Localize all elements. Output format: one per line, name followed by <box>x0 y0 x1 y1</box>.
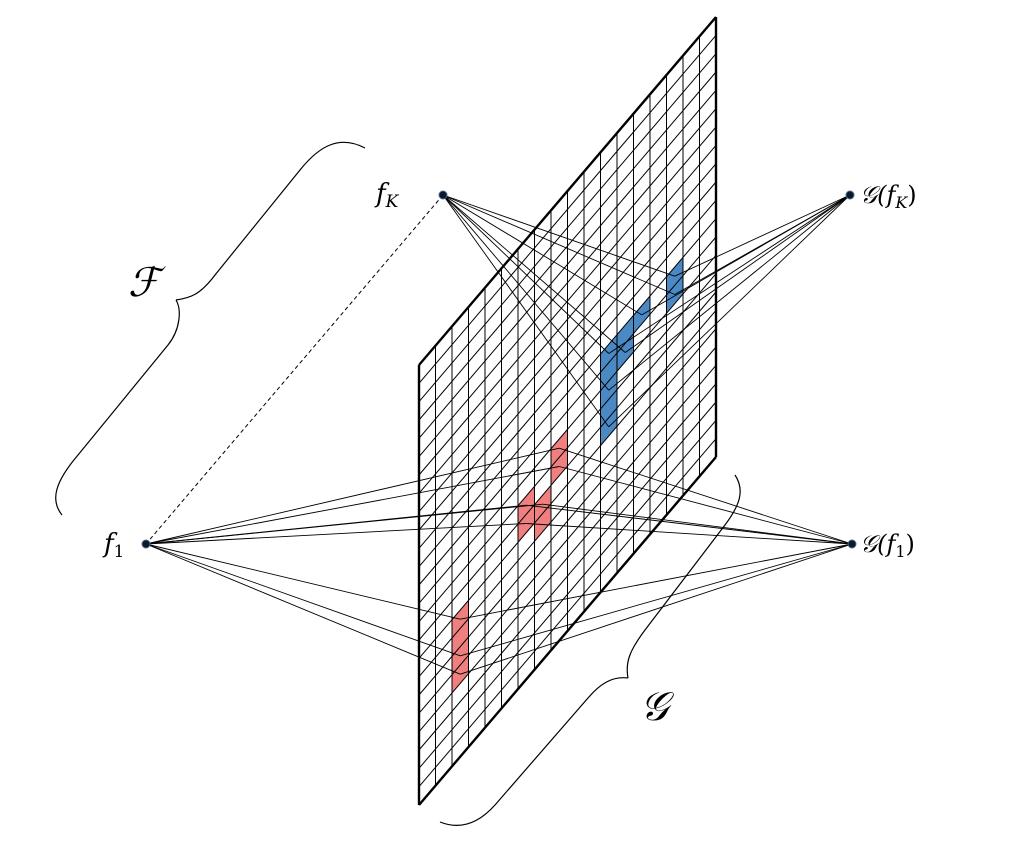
link-fK-to-cell <box>442 194 675 295</box>
grid-diagonal-line <box>418 16 717 366</box>
link-fK-to-cell <box>442 194 610 428</box>
grid-diagonal-line <box>418 53 717 402</box>
grid-diagonal-line <box>418 255 717 604</box>
label-G-f-K-open: 𝒢(f <box>860 181 899 209</box>
link-f1-to-cell <box>145 466 560 545</box>
label-family-G: 𝒢 <box>640 684 675 730</box>
label-f-K: fK <box>374 179 400 212</box>
grid-diagonal-line <box>418 456 717 806</box>
grid-plane <box>417 16 718 806</box>
node-G-f-1 <box>847 539 857 549</box>
highlighted-cells-blue <box>600 257 683 446</box>
grid-diagonal-line <box>418 365 717 714</box>
grid-diagonal-line <box>418 71 717 421</box>
grid-diagonal-line <box>418 181 717 531</box>
grid-diagonal-line <box>418 291 717 641</box>
link-f1-to-cell <box>145 543 461 657</box>
blue-cell <box>600 353 617 391</box>
link-GfK-to-cell <box>674 194 851 277</box>
red-cell <box>452 637 469 675</box>
grid-diagonal-line <box>418 310 717 659</box>
label-family-F: ℱ <box>128 260 166 306</box>
link-GfK-to-cell <box>608 194 851 428</box>
grid-diagonal-line <box>418 328 717 677</box>
link-f1-to-cell <box>145 543 461 675</box>
link-f1-to-cell <box>145 543 461 620</box>
grid-diagonal-line <box>418 420 717 769</box>
dashed-family-link <box>145 194 444 545</box>
node-f-1 <box>141 539 151 549</box>
link-fK-to-cell <box>442 194 626 353</box>
grid-diagonal-line <box>418 401 717 751</box>
link-GfK-to-cell <box>608 194 851 354</box>
blue-cell <box>617 315 634 353</box>
link-GfK-to-cell <box>674 194 851 295</box>
grid-diagonal-line <box>418 273 717 622</box>
blue-cell <box>600 389 617 428</box>
label-G-f-1-close: ) <box>906 530 915 558</box>
red-cell <box>534 503 551 542</box>
grid-diagonal-line <box>418 126 717 476</box>
brace-F <box>55 141 366 516</box>
link-Gf1-to-cell <box>559 447 853 545</box>
grid-diagonal-line <box>418 145 717 494</box>
link-Gf1-to-cell <box>526 504 853 545</box>
link-Gf1-to-cell <box>460 543 853 620</box>
brace-G <box>439 474 741 826</box>
link-Gf1-to-cell <box>559 466 853 545</box>
label-G-f-1-sub: 1 <box>895 542 905 561</box>
link-GfK-to-cell <box>624 194 851 353</box>
grid-diagonal-line <box>418 90 717 439</box>
link-GfK-to-cell <box>608 194 851 391</box>
link-f1-to-cell <box>145 523 527 545</box>
node-f-K <box>438 190 448 200</box>
grid-diagonal-line <box>418 346 717 696</box>
grid-diagonal-line <box>418 108 717 457</box>
link-Gf1-to-cell <box>460 543 853 657</box>
grid-diagonal-line <box>418 163 717 512</box>
label-f-K-sub: K <box>385 192 400 212</box>
label-G-f-K-close: ) <box>907 181 916 209</box>
link-fK-to-cell <box>442 194 675 277</box>
link-fK-to-cell <box>442 194 610 354</box>
grid-diagonal-line <box>418 218 717 567</box>
red-cell <box>452 618 469 657</box>
connection-lines <box>145 194 853 675</box>
link-f1-to-cell <box>145 503 543 545</box>
blue-cell <box>600 371 617 409</box>
grid-diagonal-line <box>418 438 717 787</box>
node-G-f-K <box>845 190 855 200</box>
link-Gf1-to-cell <box>526 523 853 545</box>
blue-cell <box>666 257 683 295</box>
label-G-f-1-open: 𝒢(f <box>860 530 899 558</box>
label-G-f-K: 𝒢(fK) <box>860 181 917 212</box>
link-Gf1-to-cell <box>460 543 853 675</box>
link-fK-to-cell <box>442 194 642 316</box>
grid-diagonal-line <box>418 35 717 384</box>
link-fK-to-cell <box>442 194 610 391</box>
label-G-f-1: 𝒢(f1) <box>860 530 915 561</box>
link-Gf1-to-cell <box>542 503 853 545</box>
link-f1-to-cell <box>145 447 560 545</box>
label-G-f-K-sub: K <box>894 193 908 212</box>
grid-diagonal-line <box>418 383 717 732</box>
label-f-1: f1 <box>102 529 124 562</box>
label-f-1-sub: 1 <box>114 542 125 562</box>
grid-diagonal-line <box>418 200 717 549</box>
